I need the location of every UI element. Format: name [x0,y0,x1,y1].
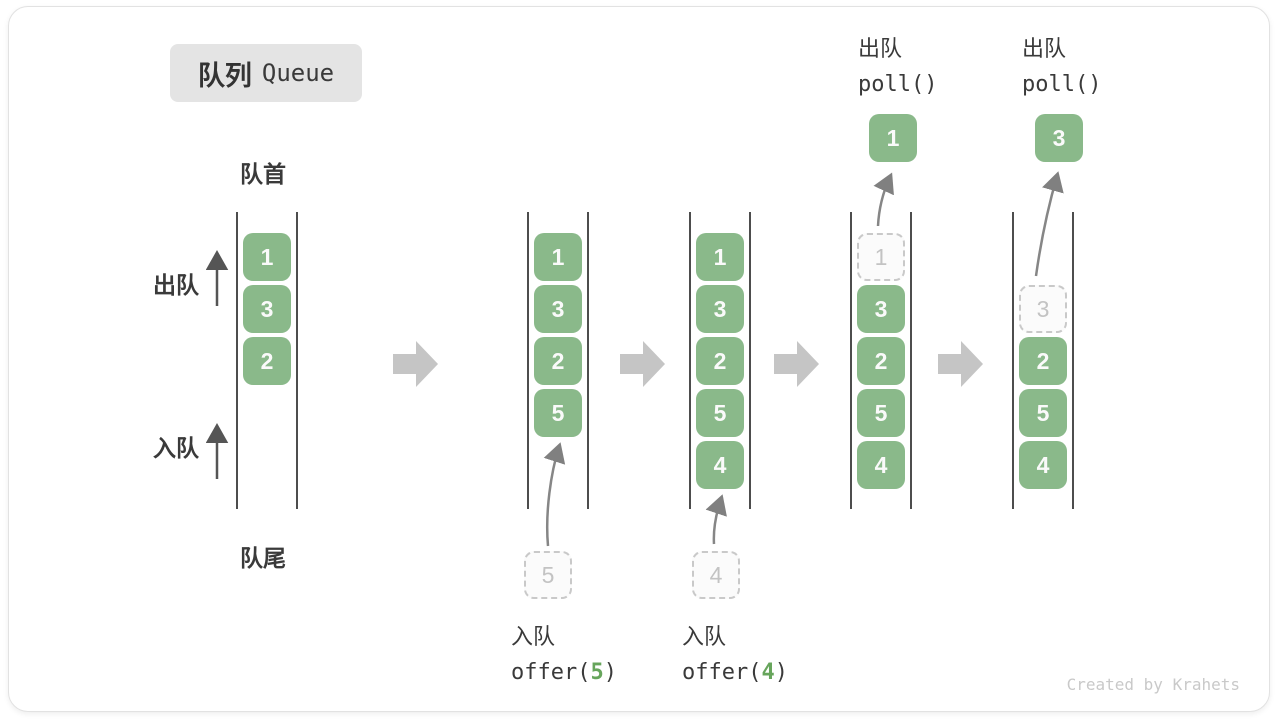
offer-code-post: ) [603,660,617,685]
queue-cell: 1 [243,233,291,281]
offer-code: offer(4) [682,660,788,685]
queue-cell: 2 [243,337,291,385]
queue-cell: 3 [243,285,291,333]
offer-label-zh: 入队 [682,624,727,649]
queue-cell: 5 [857,389,905,437]
queue-state-1: 1 3 2 [236,212,298,509]
poll-operation-2: 出队 poll() [1022,31,1101,97]
queue-cell: 2 [857,337,905,385]
title-en: Queue [261,59,335,87]
queue-state-3: 1 3 2 5 4 [689,212,751,509]
queue-cell: 1 [696,233,744,281]
poll-code: poll() [858,72,938,97]
poll-code: poll() [1022,72,1102,97]
incoming-value-cell: 5 [524,551,572,599]
queue-cell: 5 [696,389,744,437]
label-queue-front: 队首 [240,161,286,187]
queue-cell: 4 [1019,441,1067,489]
polled-value-cell: 1 [869,114,917,162]
queue-cell: 4 [857,441,905,489]
queue-cell: 4 [696,441,744,489]
offer-label-zh: 入队 [511,624,556,649]
queue-cell: 3 [857,285,905,333]
offer-operation-5: 入队 offer(5) [511,619,617,685]
offer-code: offer(5) [511,660,617,685]
label-queue-rear: 队尾 [240,545,286,571]
queue-cell: 5 [1019,389,1067,437]
queue-cell: 3 [534,285,582,333]
queue-cell: 2 [1019,337,1067,385]
offer-code-arg: 5 [590,660,604,685]
title-badge: 队列 Queue [170,44,362,102]
poll-label-zh: 出队 [858,36,903,61]
queue-cell: 3 [696,285,744,333]
offer-code-arg: 4 [761,660,775,685]
queue-state-4: 1 3 2 5 4 [850,212,912,509]
transition-arrow-icon [393,341,438,387]
queue-cell-dashed: 3 [1019,285,1067,333]
offer-code-post: ) [774,660,788,685]
offer-code-pre: offer( [511,660,591,685]
transition-arrow-icon [620,341,665,387]
queue-cell: 5 [534,389,582,437]
watermark: Created by Krahets [1066,675,1240,694]
label-dequeue: 出队 [153,272,199,298]
queue-cell: 1 [534,233,582,281]
transition-arrow-icon [774,341,819,387]
queue-state-2: 1 3 2 5 [527,212,589,509]
incoming-value-cell: 4 [692,551,740,599]
title-zh: 队列 [197,60,252,91]
queue-cell-dashed: 1 [857,233,905,281]
poll-label-zh: 出队 [1022,36,1067,61]
transition-arrow-icon [938,341,983,387]
label-enqueue: 入队 [153,435,199,461]
offer-operation-4: 入队 offer(4) [682,619,788,685]
poll-operation-1: 出队 poll() [858,31,937,97]
queue-cell: 2 [696,337,744,385]
offer-code-pre: offer( [682,660,762,685]
queue-state-5: 3 2 5 4 [1012,212,1074,509]
polled-value-cell: 3 [1035,114,1083,162]
queue-cell: 2 [534,337,582,385]
